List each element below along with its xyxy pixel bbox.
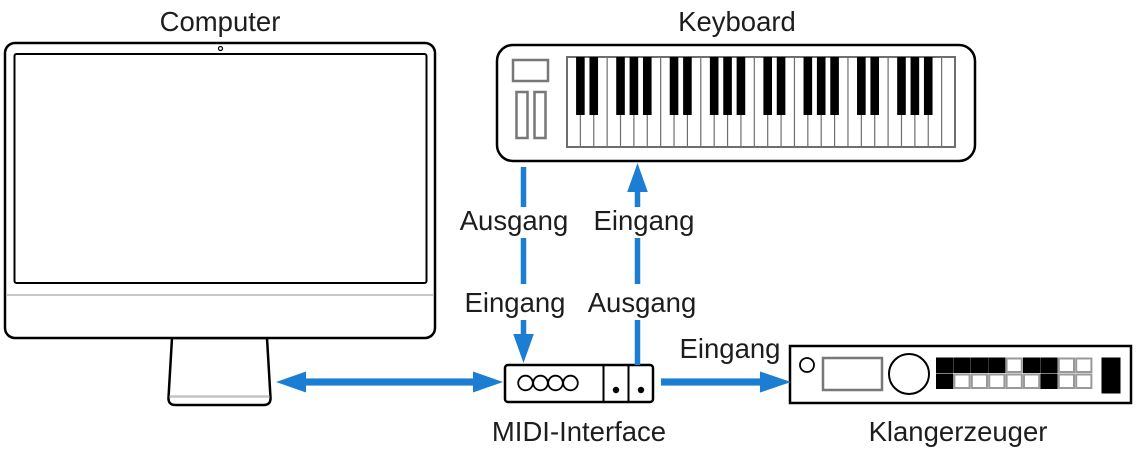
arrow-head-left-icon [276, 371, 306, 393]
rack-button-on [953, 357, 971, 373]
up-arrow-top-label: Eingang [594, 205, 695, 236]
black-key [589, 57, 599, 115]
keyboard-display [511, 58, 550, 83]
midi-port-circle [562, 374, 579, 392]
level-bar [1101, 357, 1121, 394]
rack-button-off [1005, 357, 1023, 373]
computer-label: Computer [160, 6, 281, 37]
power-button-icon [799, 357, 815, 373]
camera-dot-icon [217, 45, 224, 52]
rack-button-on [936, 357, 954, 373]
rack-button-on [970, 357, 988, 373]
rack-button-on [1040, 357, 1058, 373]
keyboard-interface-down-arrow [513, 167, 534, 363]
rack-button-off [1075, 357, 1093, 373]
black-key [763, 57, 772, 115]
midi-led-dot [637, 386, 645, 394]
black-key [642, 57, 652, 115]
rack-button-off [1057, 373, 1076, 389]
rack-button-off [988, 373, 1006, 389]
arrow-shaft [634, 320, 641, 365]
interface-keyboard-up-arrow [627, 163, 648, 365]
black-key [576, 57, 585, 115]
connection-arrows [276, 163, 791, 393]
sound-module-device [788, 344, 1133, 405]
black-key [803, 57, 813, 115]
keyboard-label: Keyboard [678, 6, 796, 37]
black-key [910, 57, 920, 115]
down-arrow-top-label: Ausgang [460, 205, 569, 236]
midi-interface-box [503, 363, 655, 404]
arrow-shaft [634, 191, 641, 207]
arrow-shaft [520, 320, 527, 336]
black-key [857, 57, 866, 115]
black-key [709, 57, 719, 115]
midi-led-group [612, 386, 645, 394]
down-arrow-bottom-label: Eingang [465, 287, 566, 318]
black-key [923, 57, 933, 115]
black-key [723, 57, 732, 115]
midi-port-group [517, 374, 579, 392]
black-key [816, 57, 826, 115]
black-key [669, 57, 679, 115]
rack-button-on [1040, 373, 1058, 389]
arrow-head-right-icon [473, 371, 503, 393]
computer-interface-arrow [276, 371, 503, 393]
black-key [776, 57, 786, 115]
mod-wheel [533, 90, 547, 140]
key-bed-outline [566, 56, 956, 148]
midi-interface-label: MIDI-Interface [492, 416, 666, 447]
volume-knob-icon [888, 353, 930, 395]
interface-module-arrow [661, 371, 791, 393]
rack-button-off [953, 373, 971, 389]
pitch-wheel [515, 90, 529, 140]
rack-button-on [988, 357, 1006, 373]
rack-button-grid [936, 357, 1093, 389]
black-key [870, 57, 880, 115]
black-key [830, 57, 839, 115]
arrow-shaft [661, 378, 762, 386]
module-arrow-label: Eingang [680, 333, 781, 364]
arrow-shaft [520, 167, 527, 207]
arrow-head-up-icon [627, 163, 648, 192]
black-key [736, 57, 746, 115]
black-key [897, 57, 906, 115]
diagram-labels: Computer Keyboard Ausgang Eingang Eingan… [160, 6, 1048, 447]
piano-keys [566, 56, 956, 148]
rack-button-off [1023, 373, 1041, 389]
computer-device [3, 41, 437, 407]
rack-button-on [1023, 357, 1041, 373]
black-key [683, 57, 692, 115]
midi-interface-device [503, 363, 655, 404]
rack-button-off [1057, 357, 1076, 373]
up-arrow-bottom-label: Ausgang [588, 287, 697, 318]
sound-module-display [821, 356, 884, 392]
rack-button-off [1075, 373, 1093, 389]
rack-button-off [1005, 373, 1023, 389]
monitor-screen [13, 53, 428, 284]
sound-module-label: Klangerzeuger [869, 416, 1048, 447]
keyboard-device [495, 43, 977, 163]
black-key [629, 57, 639, 115]
arrow-head-down-icon [513, 334, 534, 363]
rack-button-on [936, 373, 954, 389]
arrow-shaft [520, 238, 527, 284]
arrow-shaft [303, 378, 476, 386]
arrow-head-right-icon [760, 371, 791, 393]
monitor-stand [167, 336, 272, 407]
arrow-shaft [634, 238, 641, 284]
midi-led-dot [612, 386, 620, 394]
rack-button-off [970, 373, 988, 389]
black-key [616, 57, 625, 115]
